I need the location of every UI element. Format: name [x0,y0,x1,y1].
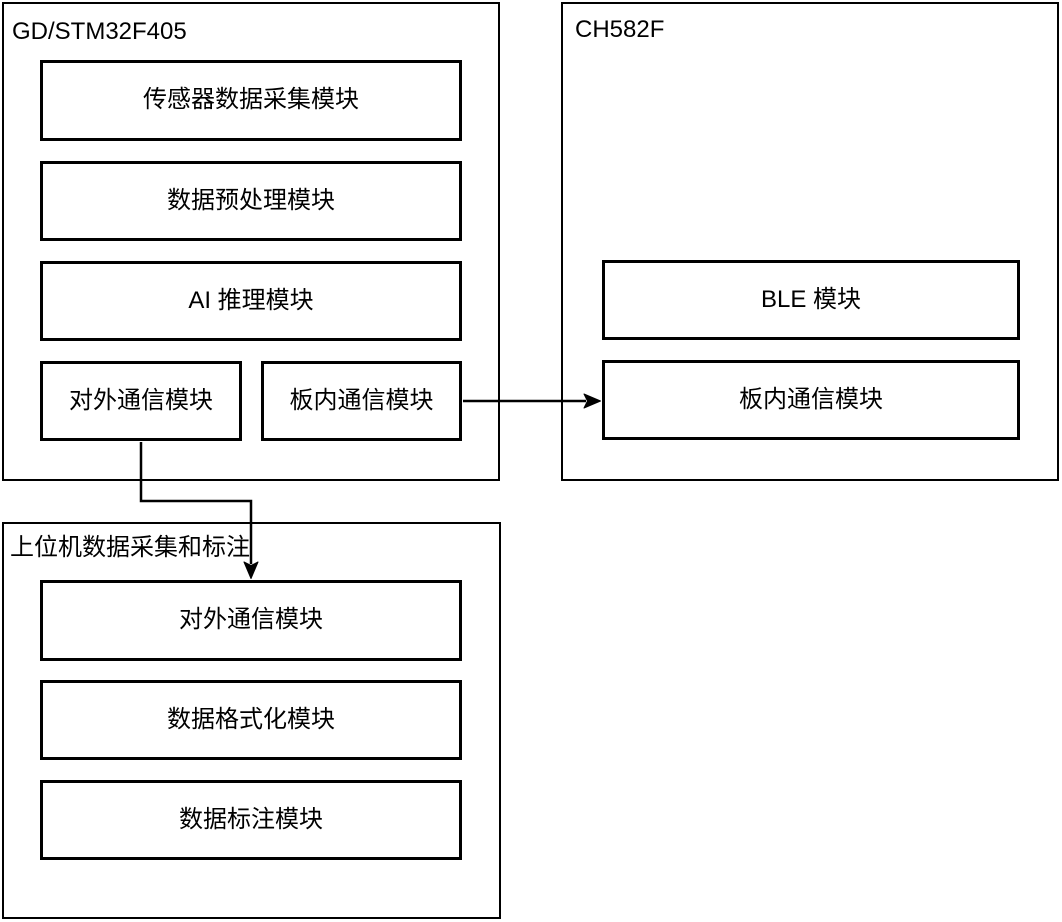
module-data-formatting: 数据格式化模块 [40,680,462,760]
container-title-gd-stm32f405: GD/STM32F405 [12,18,187,45]
container-title-ch582f: CH582F [575,16,665,43]
module-ai-inference: AI 推理模块 [40,261,462,341]
module-sensor-data-collection: 传感器数据采集模块 [40,60,462,141]
module-external-comm-host: 对外通信模块 [40,580,462,661]
container-title-host-labeling: 上位机数据采集和标注 [10,534,250,561]
module-onboard-comm-ch: 板内通信模块 [602,360,1020,440]
module-external-comm-gd: 对外通信模块 [40,361,242,441]
container-host-labeling: 上位机数据采集和标注 对外通信模块 数据格式化模块 数据标注模块 [2,522,501,919]
module-data-preprocessing: 数据预处理模块 [40,161,462,241]
container-gd-stm32f405: GD/STM32F405 传感器数据采集模块 数据预处理模块 AI 推理模块 对… [2,2,500,481]
container-ch582f: CH582F BLE 模块 板内通信模块 [561,2,1059,481]
module-onboard-comm-gd: 板内通信模块 [261,361,462,441]
module-ble: BLE 模块 [602,260,1020,340]
module-data-annotation: 数据标注模块 [40,780,462,860]
